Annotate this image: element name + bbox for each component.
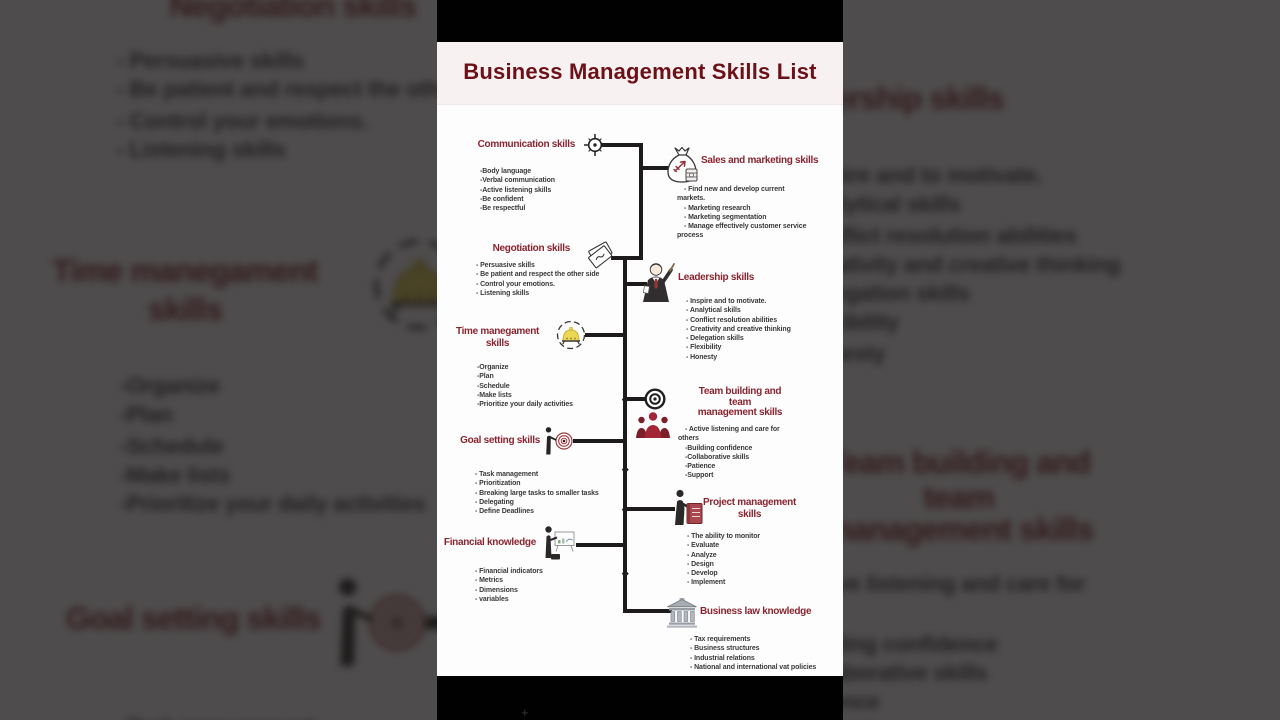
list-communication-skills: -Body language-Verbal communication-Acti… xyxy=(480,168,555,213)
team-group-icon xyxy=(636,412,670,438)
documents-icon xyxy=(588,241,613,269)
whiteboard-presenter-icon xyxy=(545,526,575,560)
trunk-line-upper xyxy=(639,143,643,260)
branch-negotiation xyxy=(611,256,643,260)
ledger-person-icon xyxy=(675,489,703,525)
plus-icon: + xyxy=(521,705,529,720)
branch-law xyxy=(625,609,672,613)
infographic-holder: Business Management Skills List xyxy=(437,42,843,676)
heading-communication-skills: Communication skills xyxy=(477,139,576,150)
infographic: Business Management Skills List xyxy=(437,42,843,676)
heading-negotiation-skills: Negotiation skills xyxy=(492,243,571,254)
list-negotiation-skills: - Persuasive skills- Be patient and resp… xyxy=(476,262,600,297)
title-header: Business Management Skills List xyxy=(437,42,843,105)
list-project-management-skills: - The ability to monitor- Evaluate- Anal… xyxy=(687,533,761,587)
letterbox-bottom: + xyxy=(437,676,843,720)
money-bag-icon xyxy=(667,146,698,183)
leader-person-icon xyxy=(642,263,675,302)
heading-business-law-knowledge: Business law knowledge xyxy=(700,606,812,617)
heading-sales-marketing-skills: Sales and marketing skills xyxy=(701,155,819,166)
heading-leadership-skills: Leadership skills xyxy=(678,272,755,283)
letterbox-top xyxy=(437,0,843,42)
goal-dartboard-icon xyxy=(545,427,573,455)
heading-financial-knowledge: Financial knowledge xyxy=(443,537,536,548)
branch-time xyxy=(585,333,626,337)
list-financial-knowledge: - Financial indicators- Metrics- Dimensi… xyxy=(475,568,543,603)
courthouse-icon xyxy=(667,598,697,628)
branch-goal xyxy=(573,439,626,443)
crosshair-icon xyxy=(584,134,606,156)
branch-sales xyxy=(640,166,670,170)
video-card: Business Management Skills List xyxy=(437,0,843,720)
branch-leadership xyxy=(625,282,647,286)
heading-goal-setting-skills: Goal setting skills xyxy=(460,435,540,446)
page-title: Business Management Skills List xyxy=(463,59,817,84)
list-business-law-knowledge: - Tax requirements- Business structures-… xyxy=(690,636,817,671)
branch-team xyxy=(625,397,647,401)
list-time-management-skills: -Organize-Plan-Schedule-Make lists-Prior… xyxy=(477,364,573,409)
branch-project xyxy=(625,507,675,511)
trunk-line-lower xyxy=(623,256,627,613)
branch-communication xyxy=(600,143,643,147)
list-goal-setting-skills: - Task management- Prioritization- Break… xyxy=(475,471,599,516)
alarm-clock-icon xyxy=(556,320,586,350)
target-rings-icon xyxy=(644,388,666,410)
list-leadership-skills: - Inspire and to motivate.- Analytical s… xyxy=(686,298,791,361)
branch-financial xyxy=(576,543,626,547)
